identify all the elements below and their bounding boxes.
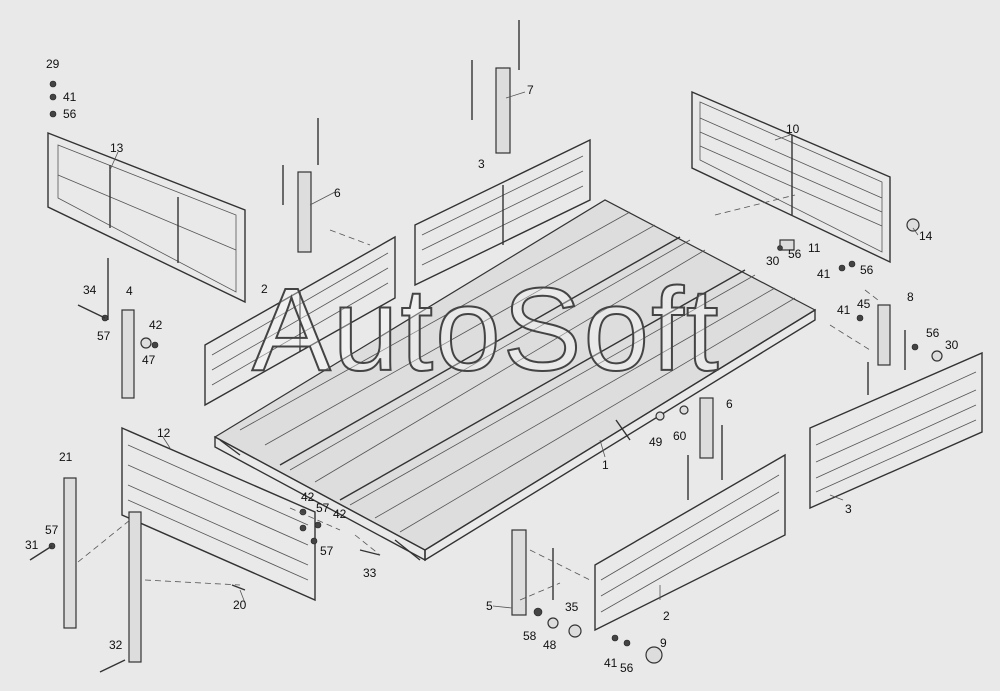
callout-6: 6 — [334, 186, 341, 200]
rear-frame-panel — [691, 90, 891, 264]
callout-30: 30 — [945, 338, 959, 352]
callout-8: 8 — [907, 290, 914, 304]
callout-33: 33 — [363, 566, 377, 580]
callout-42: 42 — [333, 507, 347, 521]
callout-2: 2 — [261, 282, 268, 296]
callout-57: 57 — [45, 523, 59, 537]
callout-10: 10 — [786, 122, 800, 136]
callout-14: 14 — [919, 229, 933, 243]
callout-9: 9 — [660, 636, 667, 650]
callout-42: 42 — [301, 490, 315, 504]
callout-29: 29 — [46, 57, 60, 71]
callout-35: 35 — [565, 600, 579, 614]
callout-41: 41 — [817, 267, 831, 281]
callout-2: 2 — [663, 609, 670, 623]
assembly-lines — [77, 194, 879, 601]
callout-49: 49 — [649, 435, 663, 449]
callout-41: 41 — [604, 656, 618, 670]
callout-58: 58 — [523, 629, 537, 643]
callout-21: 21 — [59, 450, 73, 464]
callout-41: 41 — [63, 90, 77, 104]
side-panel-upper-left — [204, 235, 396, 407]
callout-30: 30 — [766, 254, 780, 268]
callout-11: 11 — [808, 241, 821, 255]
callout-1: 1 — [602, 458, 609, 472]
callout-3: 3 — [845, 502, 852, 516]
callout-42: 42 — [149, 318, 163, 332]
callout-20: 20 — [233, 598, 247, 612]
callout-60: 60 — [673, 429, 687, 443]
callout-4: 4 — [126, 284, 133, 298]
callout-3: 3 — [478, 157, 485, 171]
callout-56: 56 — [860, 263, 874, 277]
callout-34: 34 — [83, 283, 97, 297]
side-panel-lower-middle — [594, 453, 786, 632]
callout-57: 57 — [97, 329, 111, 343]
stake-posts — [63, 20, 906, 663]
callout-5: 5 — [486, 599, 493, 613]
callout-7: 7 — [527, 83, 534, 97]
callout-57: 57 — [320, 544, 334, 558]
callout-56: 56 — [926, 326, 940, 340]
callout-57: 57 — [316, 501, 330, 515]
side-panel-lower-front — [121, 426, 316, 602]
callout-48: 48 — [543, 638, 557, 652]
callout-47: 47 — [142, 353, 156, 367]
callout-56: 56 — [620, 661, 634, 675]
callout-56: 56 — [63, 107, 77, 121]
fasteners — [29, 80, 943, 673]
callout-6: 6 — [726, 397, 733, 411]
callout-56: 56 — [788, 247, 802, 261]
callout-32: 32 — [109, 638, 123, 652]
callout-12: 12 — [157, 426, 171, 440]
leader-lines — [109, 91, 919, 609]
callout-45: 45 — [857, 297, 871, 311]
callout-41: 41 — [837, 303, 851, 317]
callout-31: 31 — [25, 538, 39, 552]
platform-floor — [213, 199, 817, 562]
callout-13: 13 — [110, 141, 124, 155]
side-panel-upper-back — [414, 138, 591, 287]
side-panel-lower-right — [809, 351, 983, 510]
front-frame-panel — [47, 131, 246, 304]
